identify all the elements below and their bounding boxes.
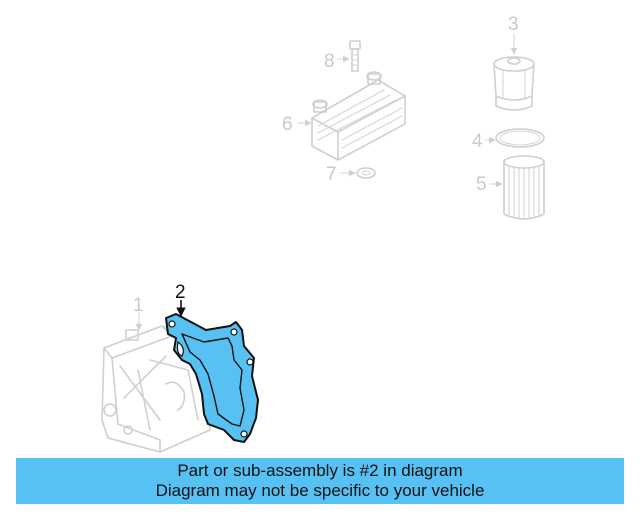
banner-line-1: Part or sub-assembly is #2 in diagram <box>177 461 463 480</box>
banner-line-2: Diagram may not be specific to your vehi… <box>155 481 485 500</box>
callout-2: 2 <box>175 282 186 303</box>
filter-element-part <box>503 155 545 220</box>
callout-1: 1 <box>133 295 144 316</box>
info-banner: Part or sub-assembly is #2 in diagram Di… <box>16 458 624 504</box>
seal-part <box>356 167 376 179</box>
callout-5: 5 <box>476 174 487 195</box>
gasket-part-highlighted[interactable] <box>165 313 259 443</box>
bolt-part <box>349 40 361 72</box>
callout-4: 4 <box>472 131 483 152</box>
callout-3: 3 <box>508 14 519 35</box>
filter-cap-part <box>493 56 535 111</box>
callout-8: 8 <box>324 51 335 72</box>
callout-6: 6 <box>282 114 293 135</box>
oil-cooler-part <box>311 71 406 161</box>
o-ring-part <box>495 128 545 148</box>
callout-7: 7 <box>326 164 337 185</box>
